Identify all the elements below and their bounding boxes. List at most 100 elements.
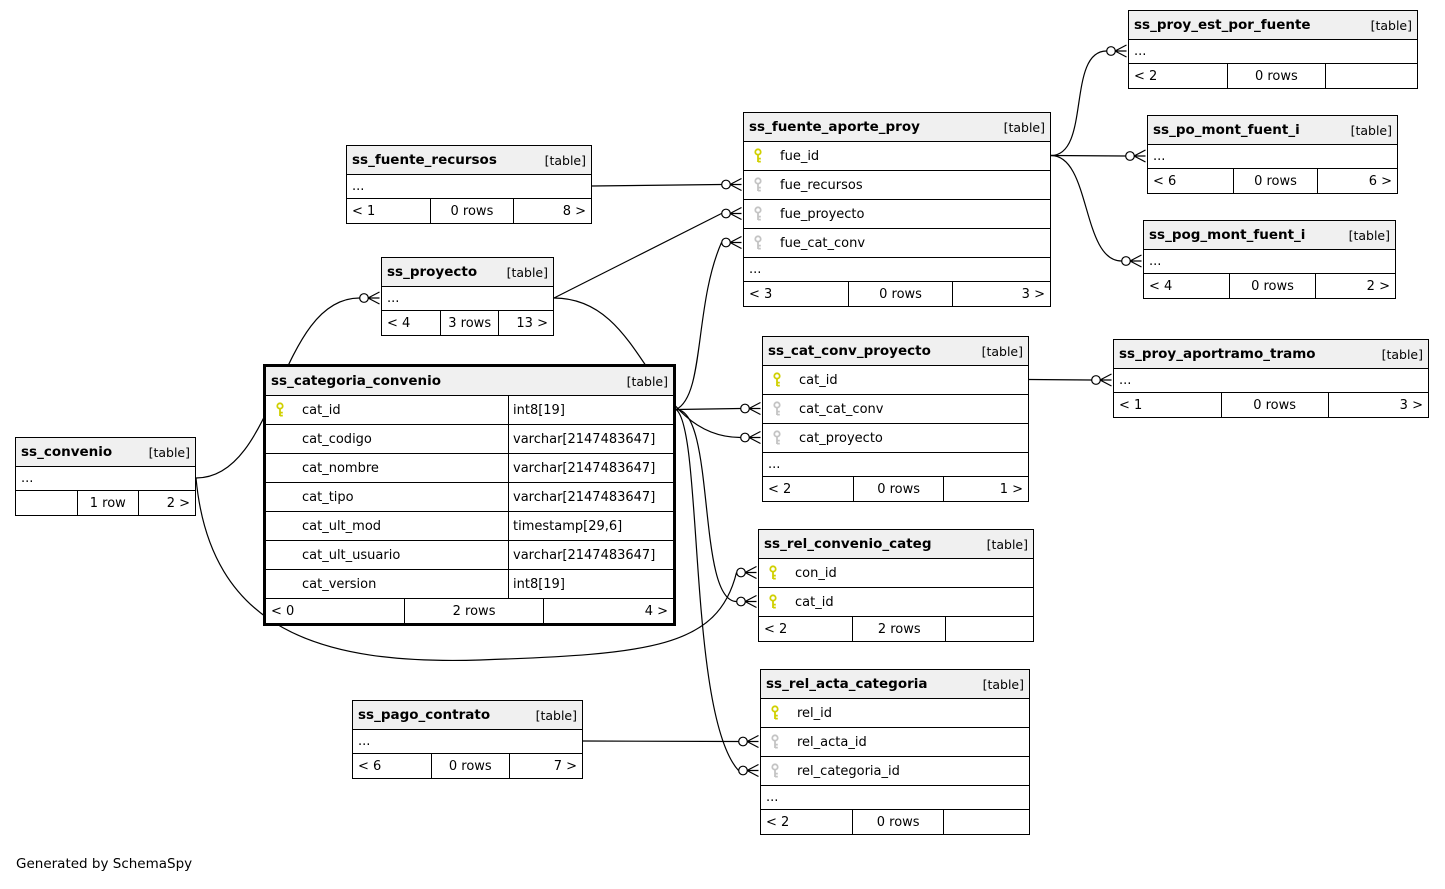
relationship-circle-marker <box>1125 151 1135 161</box>
primary-key-icon <box>767 594 779 610</box>
hidden-columns-ellipsis: ... <box>761 786 1029 810</box>
relationship-line <box>748 401 761 416</box>
relationship-line <box>1129 254 1142 268</box>
table-title[interactable]: ss_rel_convenio_categ <box>764 536 932 552</box>
table-type-tag: [table] <box>1348 227 1390 243</box>
relationship-line <box>729 206 742 221</box>
table-title[interactable]: ss_proy_aportramo_tramo <box>1119 346 1316 362</box>
table-type-tag: [table] <box>626 373 668 389</box>
generator-caption: Generated by SchemaSpy <box>16 856 193 872</box>
relationship-circle-marker <box>1121 256 1131 266</box>
parents-count: < 1 <box>352 203 376 219</box>
table-header: ss_pago_contrato[table] <box>353 701 582 730</box>
table-title[interactable]: ss_convenio <box>21 444 113 460</box>
column-name: con_id <box>795 565 837 581</box>
children-count: 3 > <box>952 282 1050 306</box>
children-count: 13 > <box>498 311 553 335</box>
table-ss_fuente_aporte_proy[interactable]: ss_fuente_aporte_proy [table] fue_id fue_re… <box>743 112 1051 307</box>
relationship-circle-marker <box>740 403 750 414</box>
column-row: rel_id <box>761 699 1029 728</box>
column-type: varchar[2147483647] <box>508 425 673 453</box>
table-title[interactable]: ss_rel_acta_categoria <box>766 676 928 692</box>
column-name: fue_id <box>780 148 820 164</box>
hidden-columns-ellipsis: ... <box>763 453 1028 477</box>
relationship-line <box>1028 378 1092 381</box>
relationship-circle-marker <box>738 765 748 776</box>
parents-count: < 2 <box>766 814 790 830</box>
column-row: cat_proyecto <box>763 424 1028 453</box>
relationship-line <box>675 408 737 603</box>
table-header: ss_pog_mont_fuent_i [table] <box>1144 221 1395 250</box>
table-title[interactable]: ss_proyecto <box>387 264 478 280</box>
hidden-columns-ellipsis: ... <box>347 175 591 199</box>
column-name: fue_cat_conv <box>780 235 866 251</box>
table-header: ss_convenio [table] <box>16 438 195 467</box>
row-count: 0 rows <box>429 199 513 223</box>
table-title[interactable]: ss_po_mont_fuent_i <box>1153 122 1300 138</box>
table-header: ss_categoria_convenio [table] <box>266 367 673 396</box>
table-title[interactable]: ss_pago_contrato <box>358 707 491 723</box>
table-title[interactable]: ss_pog_mont_fuent_i <box>1149 227 1306 243</box>
parents-count: < 2 <box>764 621 788 637</box>
relationship-line <box>582 740 739 743</box>
table-title[interactable]: ss_proy_est_por_fuente <box>1134 17 1311 33</box>
parents-count: < 4 <box>1149 278 1173 294</box>
children-count <box>945 617 1033 641</box>
table-type-tag: [table] <box>1003 119 1045 135</box>
table-header: ss_proy_aportramo_tramo [table] <box>1114 340 1428 369</box>
column-name: rel_acta_id <box>797 734 867 750</box>
children-count: 2 > <box>1314 274 1395 298</box>
table-title[interactable]: ss_categoria_convenio <box>271 373 441 389</box>
parents-count: < 0 <box>271 603 295 619</box>
hidden-columns-ellipsis: ... <box>16 467 195 491</box>
column-name: cat_id <box>799 372 838 388</box>
relationship-line <box>1114 44 1127 58</box>
row-count: 2 rows <box>404 599 542 623</box>
row-count: 0 rows <box>1226 64 1325 88</box>
column-name: fue_proyecto <box>780 206 865 222</box>
column-type: timestamp[29,6] <box>508 512 673 540</box>
column-type: int8[19] <box>508 396 673 424</box>
column-name: rel_id <box>797 705 833 721</box>
column-name: fue_recursos <box>780 177 863 193</box>
table-type-tag: [table] <box>981 343 1023 359</box>
children-count: 4 > <box>542 599 673 623</box>
children-count: 7 > <box>508 754 582 778</box>
relationship-circle-marker <box>740 432 750 443</box>
relationship-line <box>729 177 742 192</box>
relationship-line <box>367 291 380 305</box>
primary-key-icon <box>767 565 779 581</box>
relationship-line <box>744 565 757 580</box>
table-type-tag: [table] <box>148 444 190 460</box>
children-count: 1 > <box>943 477 1028 501</box>
column-type: int8[19] <box>508 570 673 598</box>
hidden-columns-ellipsis: ... <box>382 287 553 311</box>
relationship-line <box>1050 154 1126 157</box>
table-type-tag: [table] <box>1381 346 1423 362</box>
relationship-circle-marker <box>736 596 746 607</box>
column-row: fue_recursos <box>744 171 1050 200</box>
table-title[interactable]: ss_fuente_aporte_proy <box>749 119 920 135</box>
table-title[interactable]: ss_fuente_recursos <box>352 152 497 168</box>
table-title[interactable]: ss_cat_conv_proyecto <box>768 343 931 359</box>
